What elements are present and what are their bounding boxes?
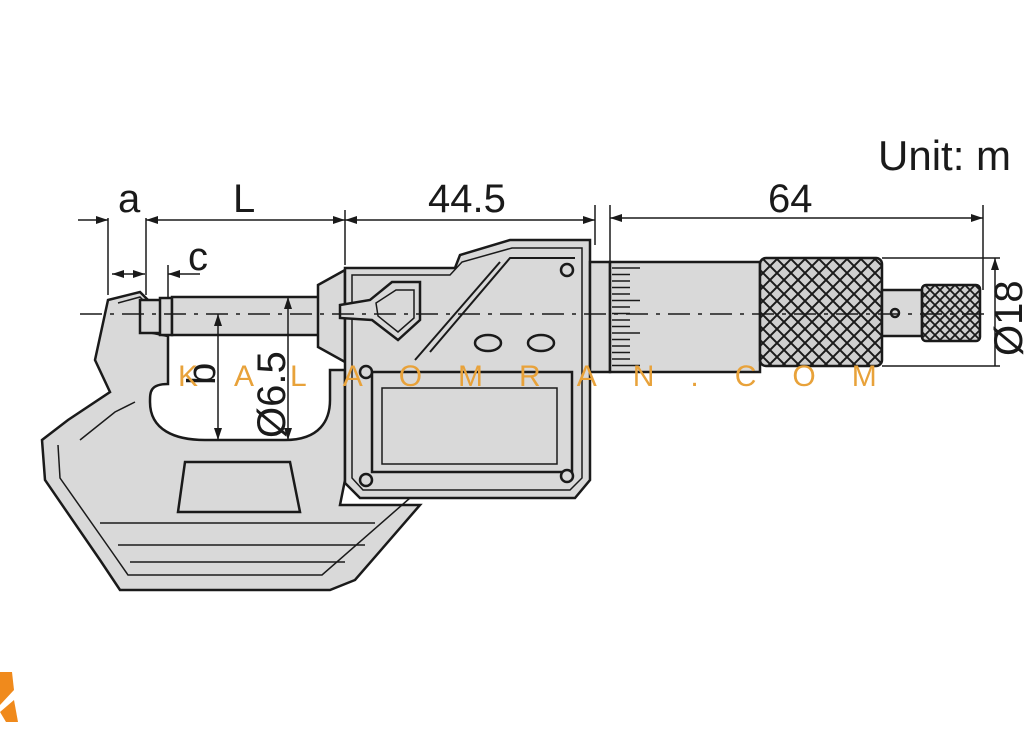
dim-thimble-dia-label: Ø18 [987,280,1024,356]
screw-icon [559,468,575,484]
dim-a-label: a [118,177,141,221]
ratchet-neck [880,288,924,338]
dim-spindle-dia-label: Ø6.5 [250,351,294,438]
ratchet-knob[interactable] [920,283,982,343]
dimension-lines [78,205,1000,440]
dim-L-label: L [233,177,255,221]
screw-icon [358,364,374,380]
button-left[interactable] [473,333,503,353]
dim-c-label: c [188,235,208,279]
frame-plate [176,460,302,514]
thimble-knurl[interactable] [758,256,884,368]
screw-icon [559,262,575,278]
screw-icon [358,472,374,488]
sleeve [588,260,762,374]
dim-b-label: b [180,363,224,385]
logo-mark-icon [0,672,18,722]
dim-64-label: 64 [768,177,813,221]
button-right[interactable] [526,333,556,353]
watermark: KALAOMRAN.COM [178,360,913,393]
spindle [170,295,339,337]
dim-44-5-label: 44.5 [428,177,506,221]
c-frame [40,290,423,592]
unit-label: Unit: m [878,132,1011,179]
arrow-heads [96,214,999,440]
